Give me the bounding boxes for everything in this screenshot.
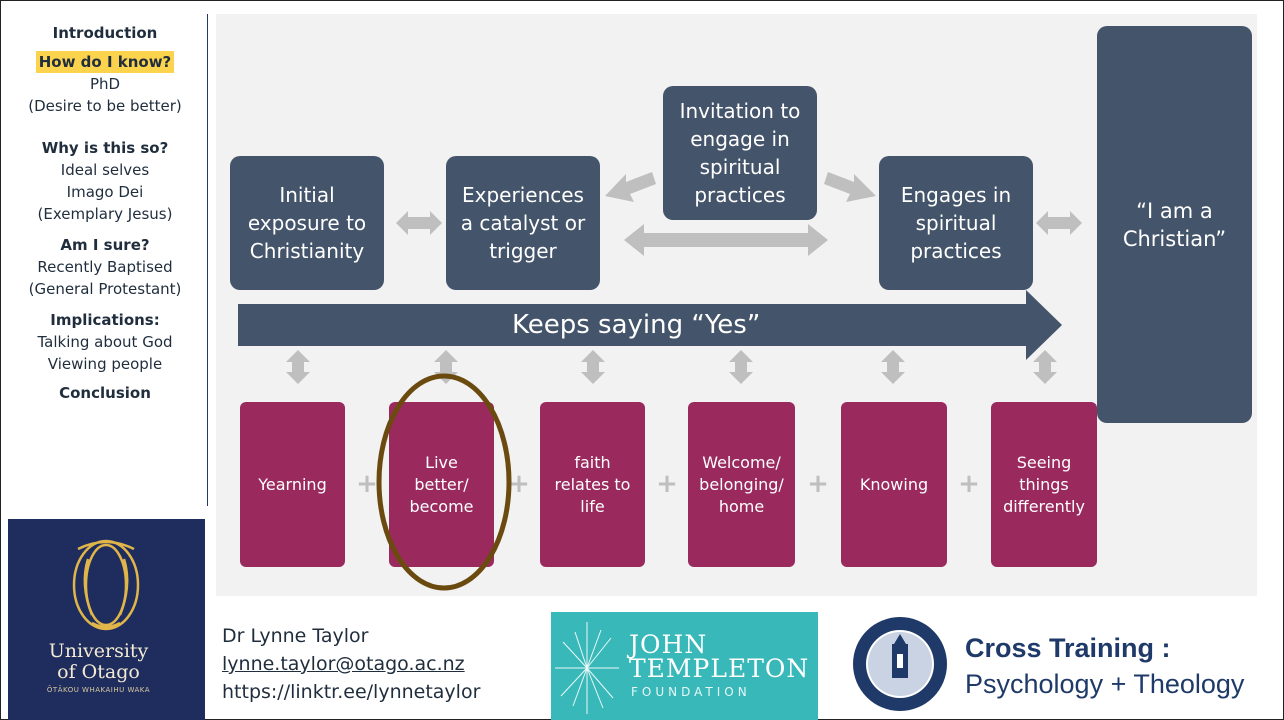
sidebar-outline: Introduction How do I know? PhD (Desire … — [6, 22, 204, 404]
sidebar-text: Ideal selves — [60, 161, 150, 179]
templeton-foundation: FOUNDATION — [631, 685, 751, 699]
starburst-icon — [555, 622, 619, 714]
contact-linktree[interactable]: https://linktr.ee/lynnetaylor — [222, 681, 481, 703]
box-engages: Engages in spiritual practices — [879, 156, 1033, 290]
box-catalyst: Experiences a catalyst or trigger — [446, 156, 600, 290]
plus-sign: + — [508, 469, 530, 499]
sidebar-text: Viewing people — [47, 355, 163, 373]
arrow-engages-christian — [1036, 211, 1082, 235]
box-knowing: Knowing — [841, 402, 947, 567]
box-i-am-a-christian: “I am a Christian” — [1097, 26, 1252, 423]
plus-sign: + — [356, 469, 378, 499]
sidebar-text: (Desire to be better) — [28, 97, 182, 115]
sidebar-text: (General Protestant) — [28, 280, 182, 298]
otago-name-line1: University — [48, 640, 149, 662]
varrow-knowing — [881, 350, 905, 384]
arrow-invitation-engages — [824, 172, 876, 202]
arrow-catalyst-engages — [624, 224, 828, 256]
contact-email-link[interactable]: lynne.taylor@otago.ac.nz — [222, 653, 465, 675]
box-yearning: Yearning — [240, 402, 345, 567]
sidebar-text: Talking about God — [37, 333, 173, 351]
sidebar-text: Imago Dei — [66, 183, 144, 201]
plus-sign: + — [807, 469, 829, 499]
otago-subtitle: ŌTĀKOU WHAKAIHU WAKA — [46, 686, 151, 694]
box-live-better: Live better/ become — [389, 402, 494, 567]
otago-emblem-icon — [72, 539, 140, 631]
sidebar-item-how-do-i-know[interactable]: How do I know? — [35, 51, 175, 73]
box-invitation: Invitation to engage in spiritual practi… — [663, 86, 817, 220]
otago-name-line2: of Otago — [57, 661, 140, 683]
sidebar-text: (Exemplary Jesus) — [37, 205, 173, 223]
plus-sign: + — [656, 469, 678, 499]
birmingham-seal-icon — [853, 617, 947, 711]
sidebar-item-introduction[interactable]: Introduction — [52, 24, 158, 42]
arrow-catalyst-invitation — [605, 172, 656, 202]
box-faith-relates: faith relates to life — [540, 402, 645, 567]
otago-logo-panel — [8, 519, 205, 720]
varrow-seeing — [1033, 350, 1057, 384]
templeton-templeton: TEMPLETON — [629, 654, 810, 683]
sidebar-item-implications[interactable]: Implications: — [50, 311, 160, 329]
contact-name: Dr Lynne Taylor — [222, 625, 369, 647]
plus-sign: + — [958, 469, 980, 499]
sidebar-text: Recently Baptised — [37, 258, 173, 276]
sidebar-item-why-is-this-so[interactable]: Why is this so? — [41, 139, 169, 157]
sidebar-item-conclusion[interactable]: Conclusion — [59, 384, 151, 402]
varrow-faith — [581, 350, 605, 384]
box-initial-exposure: Initial exposure to Christianity — [230, 156, 384, 290]
varrow-live — [434, 350, 458, 384]
sidebar-divider — [207, 14, 208, 506]
varrow-yearning — [286, 350, 310, 384]
templeton-logo — [551, 612, 818, 720]
contact-block: Dr Lynne Taylor lynne.taylor@otago.ac.nz… — [222, 622, 480, 706]
templeton-john: JOHN — [629, 630, 708, 659]
varrow-welcome — [729, 350, 753, 384]
box-seeing-differently: Seeing things differently — [991, 402, 1097, 567]
sidebar-text: PhD — [89, 75, 121, 93]
box-welcome: Welcome/ belonging/ home — [688, 402, 795, 567]
cross-training-title: Cross Training : — [965, 633, 1171, 663]
sidebar-item-am-i-sure[interactable]: Am I sure? — [60, 236, 150, 254]
cross-training-subtitle: Psychology + Theology — [965, 669, 1245, 699]
keeps-saying-yes-arrow — [238, 290, 1062, 360]
keeps-saying-yes-label: Keeps saying “Yes” — [512, 310, 761, 340]
arrow-initial-catalyst — [396, 211, 442, 235]
